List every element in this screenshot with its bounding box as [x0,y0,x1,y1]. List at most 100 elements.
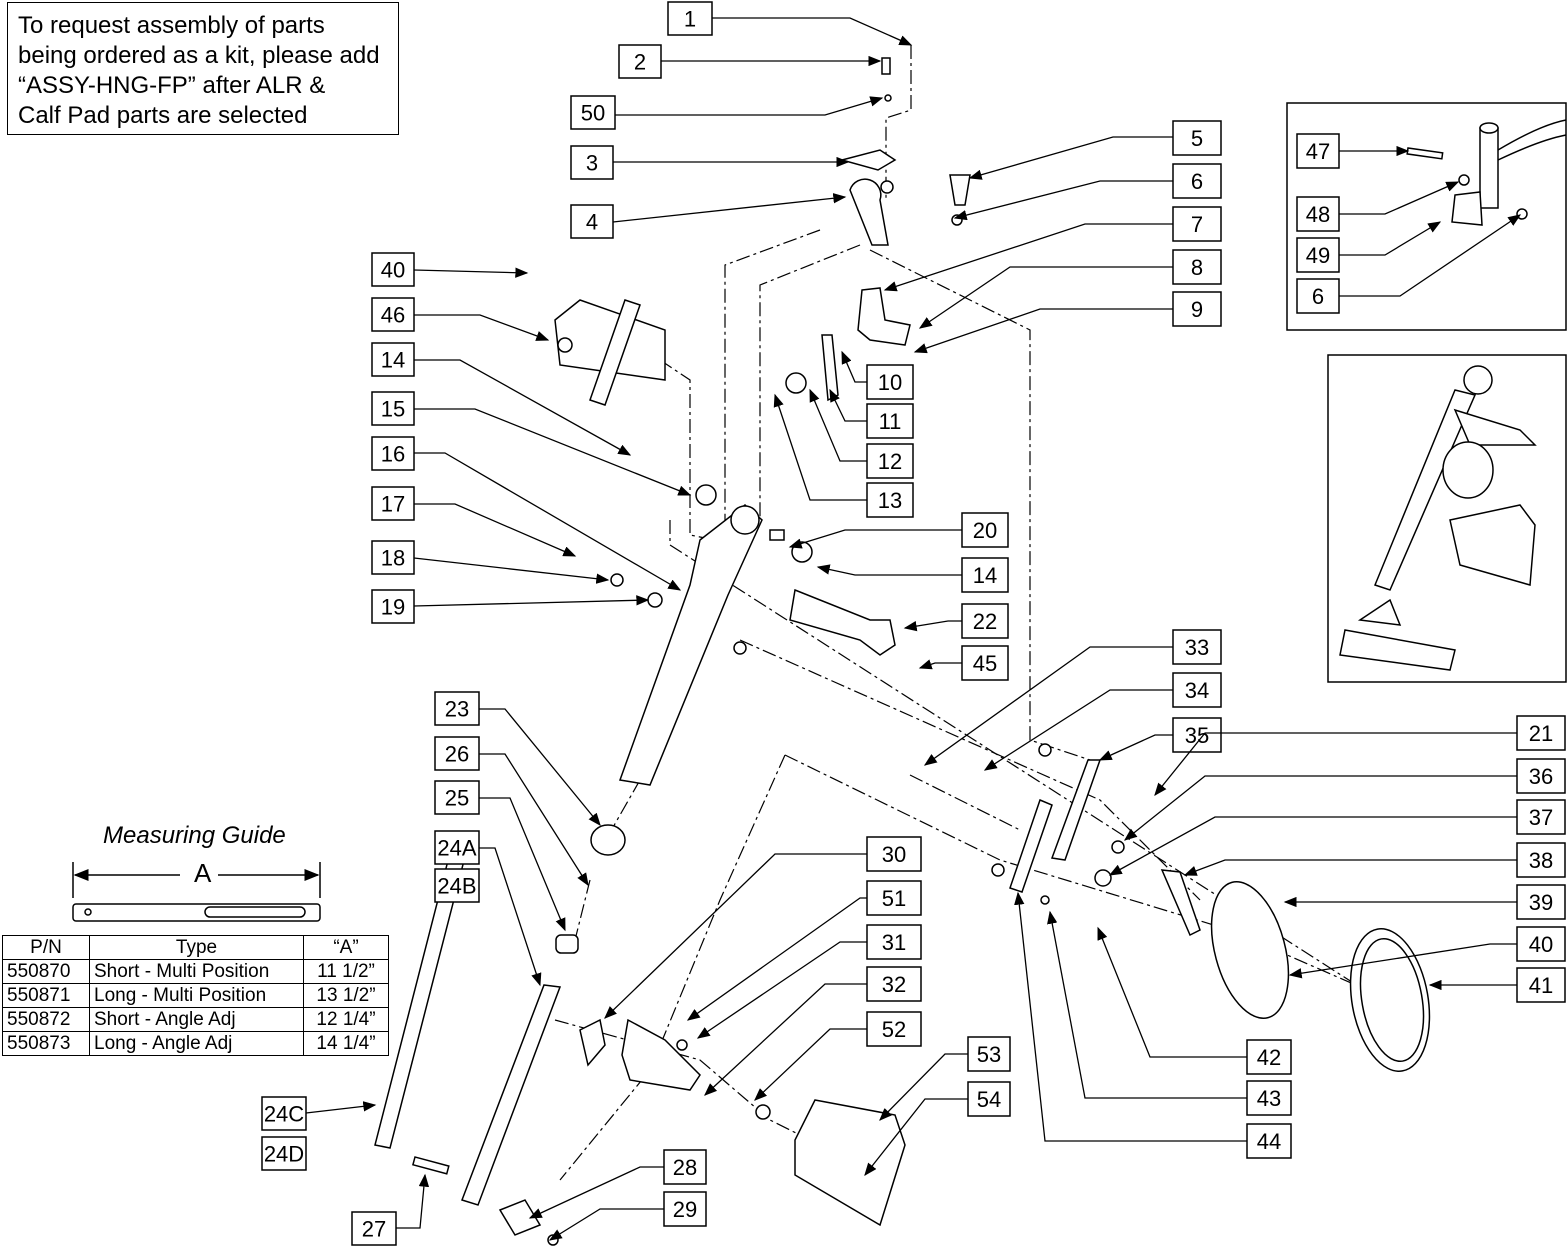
callout-box [434,830,480,865]
col-a-header: “A” [303,935,389,960]
callout-number: 26 [445,742,469,767]
callout-31: 31 [696,924,922,1039]
callout-box [1246,1080,1292,1116]
table-row: 550873 Long - Angle Adj 14 1/4” [2,1031,389,1056]
callout-4: 4 [570,193,847,239]
callout-39: 39 [1283,884,1566,920]
leader-line [305,1101,377,1114]
callout-labels: 1250345678910111213404614151617181920142… [261,1,1566,1246]
leader-line [1098,734,1173,761]
leader-line [918,659,962,670]
callout-47: 47 [1296,133,1410,169]
callout-box [434,780,480,815]
callout-24A: 24A [434,830,542,987]
callout-33: 33 [923,629,1222,766]
clamp-30 [579,1018,606,1067]
callout-box [1296,133,1340,169]
callout-number: 22 [973,609,997,634]
callout-box [961,557,1009,593]
detail-inset-frame [1286,102,1567,331]
callout-box [1516,926,1566,962]
footplate-bracket [621,1018,701,1091]
callout-number: 14 [381,348,405,373]
callout-box [1172,672,1222,708]
callout-number: 10 [878,370,902,395]
leader-line [414,314,550,341]
measuring-guide-title: Measuring Guide [103,822,286,849]
latch-bracket [857,287,911,346]
callout-box [866,443,914,479]
callout-number: 42 [1257,1045,1281,1070]
leader-line [968,136,1173,180]
leader-line [1339,181,1460,215]
callout-box [371,486,415,521]
leader-line [414,359,632,456]
leader-line [918,266,1173,329]
callout-box [866,364,914,400]
a-cell: 11 1/2” [303,959,389,984]
leader-line [413,557,610,584]
leader-line [1339,214,1522,297]
callout-17: 17 [371,486,577,557]
leader-line [1014,891,1247,1142]
callout-28: 28 [528,1149,707,1219]
callout-number: 34 [1185,678,1209,703]
leader-line [1154,732,1517,797]
callout-box [371,589,415,624]
callout-27: 27 [351,1173,430,1246]
callout-21: 21 [1154,715,1566,797]
leader-line [1339,221,1442,256]
callout-14: 14 [371,342,632,456]
footplate-53 [794,1099,906,1227]
callout-box [618,44,662,79]
callout-24B: 24B [434,868,480,903]
callout-number: 20 [973,518,997,543]
callout-54: 54 [864,1081,1011,1177]
callout-number: 33 [1185,635,1209,660]
callout-box [1246,1123,1292,1159]
callout-1: 1 [667,1,913,46]
leader-line [1097,926,1247,1058]
callout-box [434,868,480,903]
callout-number: 28 [673,1155,697,1180]
callout-6: 6 [953,163,1222,221]
leader-line [1047,910,1247,1099]
callout-29: 29 [548,1191,707,1241]
clamp-28 [498,1199,542,1236]
callout-40: 40 [371,252,529,287]
callout-number: 19 [381,595,405,620]
callout-32: 32 [704,966,922,1096]
callout-box [1172,291,1222,327]
callout-number: 6 [1312,284,1324,309]
callout-box [434,736,480,771]
callout-box [866,1011,922,1047]
callout-box [434,691,480,726]
callout-43: 43 [1047,910,1292,1116]
callout-box [866,836,922,872]
callout-10: 10 [841,350,914,400]
bracket-38 [1160,869,1201,937]
callout-49: 49 [1296,221,1442,273]
leader-line [696,941,867,1039]
callout-box [1172,120,1222,156]
leader-line [479,753,589,887]
callout-20: 20 [788,512,1009,549]
callout-37: 37 [1108,799,1566,876]
callout-12: 12 [809,388,914,479]
callout-box [1172,206,1222,242]
callout-box [371,342,415,377]
leader-line [983,689,1173,771]
pn-cell: 550873 [2,1031,90,1056]
leader-line [414,452,682,591]
part-shapes [374,57,1431,1246]
callout-box [667,1,713,36]
leader-line [923,646,1173,766]
callout-number: 41 [1529,973,1553,998]
callout-number: 40 [1529,932,1553,957]
callout-number: 30 [882,842,906,867]
callout-44: 44 [1014,891,1292,1159]
callout-box [261,1136,307,1171]
callout-number: 11 [879,409,902,434]
callout-number: 1 [684,7,696,32]
callout-46: 46 [371,297,550,341]
